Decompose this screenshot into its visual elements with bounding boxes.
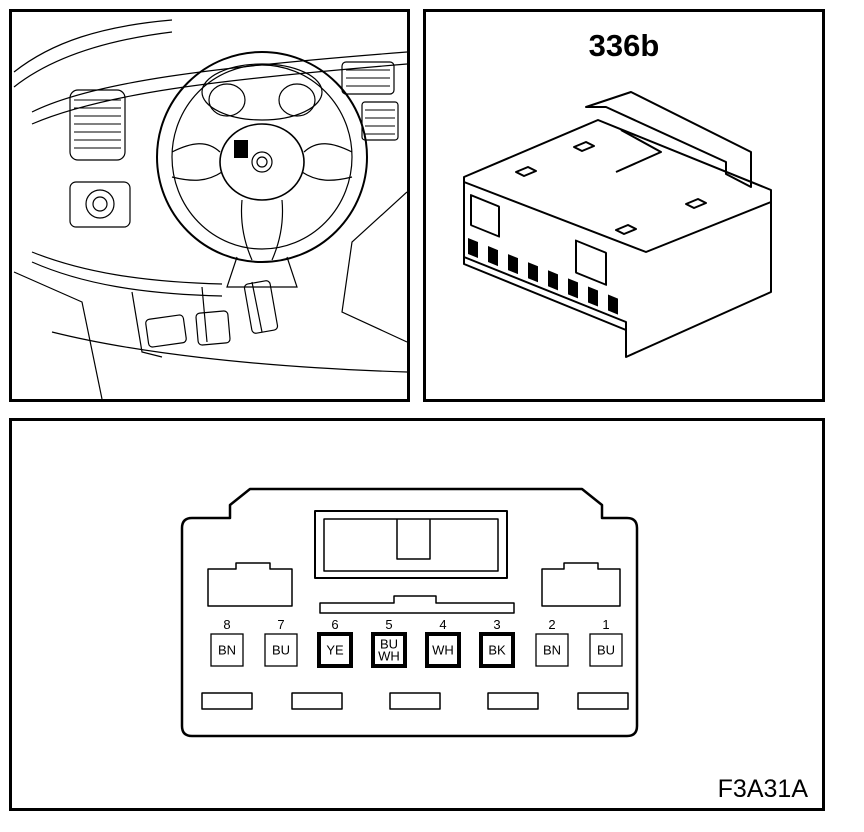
latch-window xyxy=(314,510,508,579)
figure-code: F3A31A xyxy=(717,775,808,803)
wire-color-label: BU xyxy=(272,643,290,658)
right-cavity xyxy=(541,562,621,607)
left-cavity xyxy=(207,562,293,607)
key-bar xyxy=(319,595,515,614)
connector-id-label: 336b xyxy=(588,28,660,63)
wire-color-label: BN xyxy=(543,643,561,658)
bottom-slot xyxy=(577,692,629,710)
bottom-slot xyxy=(291,692,343,710)
pin-number: 3 xyxy=(493,617,500,632)
bottom-slot xyxy=(487,692,539,710)
pin-box xyxy=(589,633,623,667)
bottom-slot xyxy=(389,692,441,710)
location-illustration-panel xyxy=(9,9,410,402)
wire-color-label: BN xyxy=(218,643,236,658)
pin-number: 5 xyxy=(385,617,392,632)
bottom-slot xyxy=(201,692,253,710)
pin-box xyxy=(210,633,244,667)
pin-6: 6YE xyxy=(317,617,353,668)
wire-color-label: BK xyxy=(488,643,506,658)
dashboard-drawing xyxy=(13,19,407,399)
pin-7: 7BU xyxy=(264,617,298,667)
housing-outline xyxy=(180,487,639,738)
wire-color-label: BU xyxy=(597,643,615,658)
pin-number: 6 xyxy=(331,617,338,632)
wire-color-label: YE xyxy=(326,643,344,658)
pin-number: 2 xyxy=(548,617,555,632)
pin-box xyxy=(535,633,569,667)
pin-box xyxy=(425,632,461,668)
pin-box xyxy=(371,632,407,668)
pin-number: 7 xyxy=(277,617,284,632)
connector-3d-panel: 336b xyxy=(423,9,825,402)
wire-color-label: BU xyxy=(380,637,398,652)
wire-color-label: WH xyxy=(378,649,400,664)
pin-2: 2BN xyxy=(535,617,569,667)
pin-3: 3BK xyxy=(479,617,515,668)
pin-4: 4WH xyxy=(425,617,461,668)
pin-box xyxy=(317,632,353,668)
pin-8: 8BN xyxy=(210,617,244,667)
pin-number: 4 xyxy=(439,617,446,632)
pin-number: 1 xyxy=(602,617,609,632)
pin-number: 8 xyxy=(223,617,230,632)
wire-color-label: WH xyxy=(432,643,454,658)
connector-3d-drawing xyxy=(463,91,772,358)
pin-box xyxy=(264,633,298,667)
pin-box xyxy=(479,632,515,668)
pin-1: 1BU xyxy=(589,617,623,667)
